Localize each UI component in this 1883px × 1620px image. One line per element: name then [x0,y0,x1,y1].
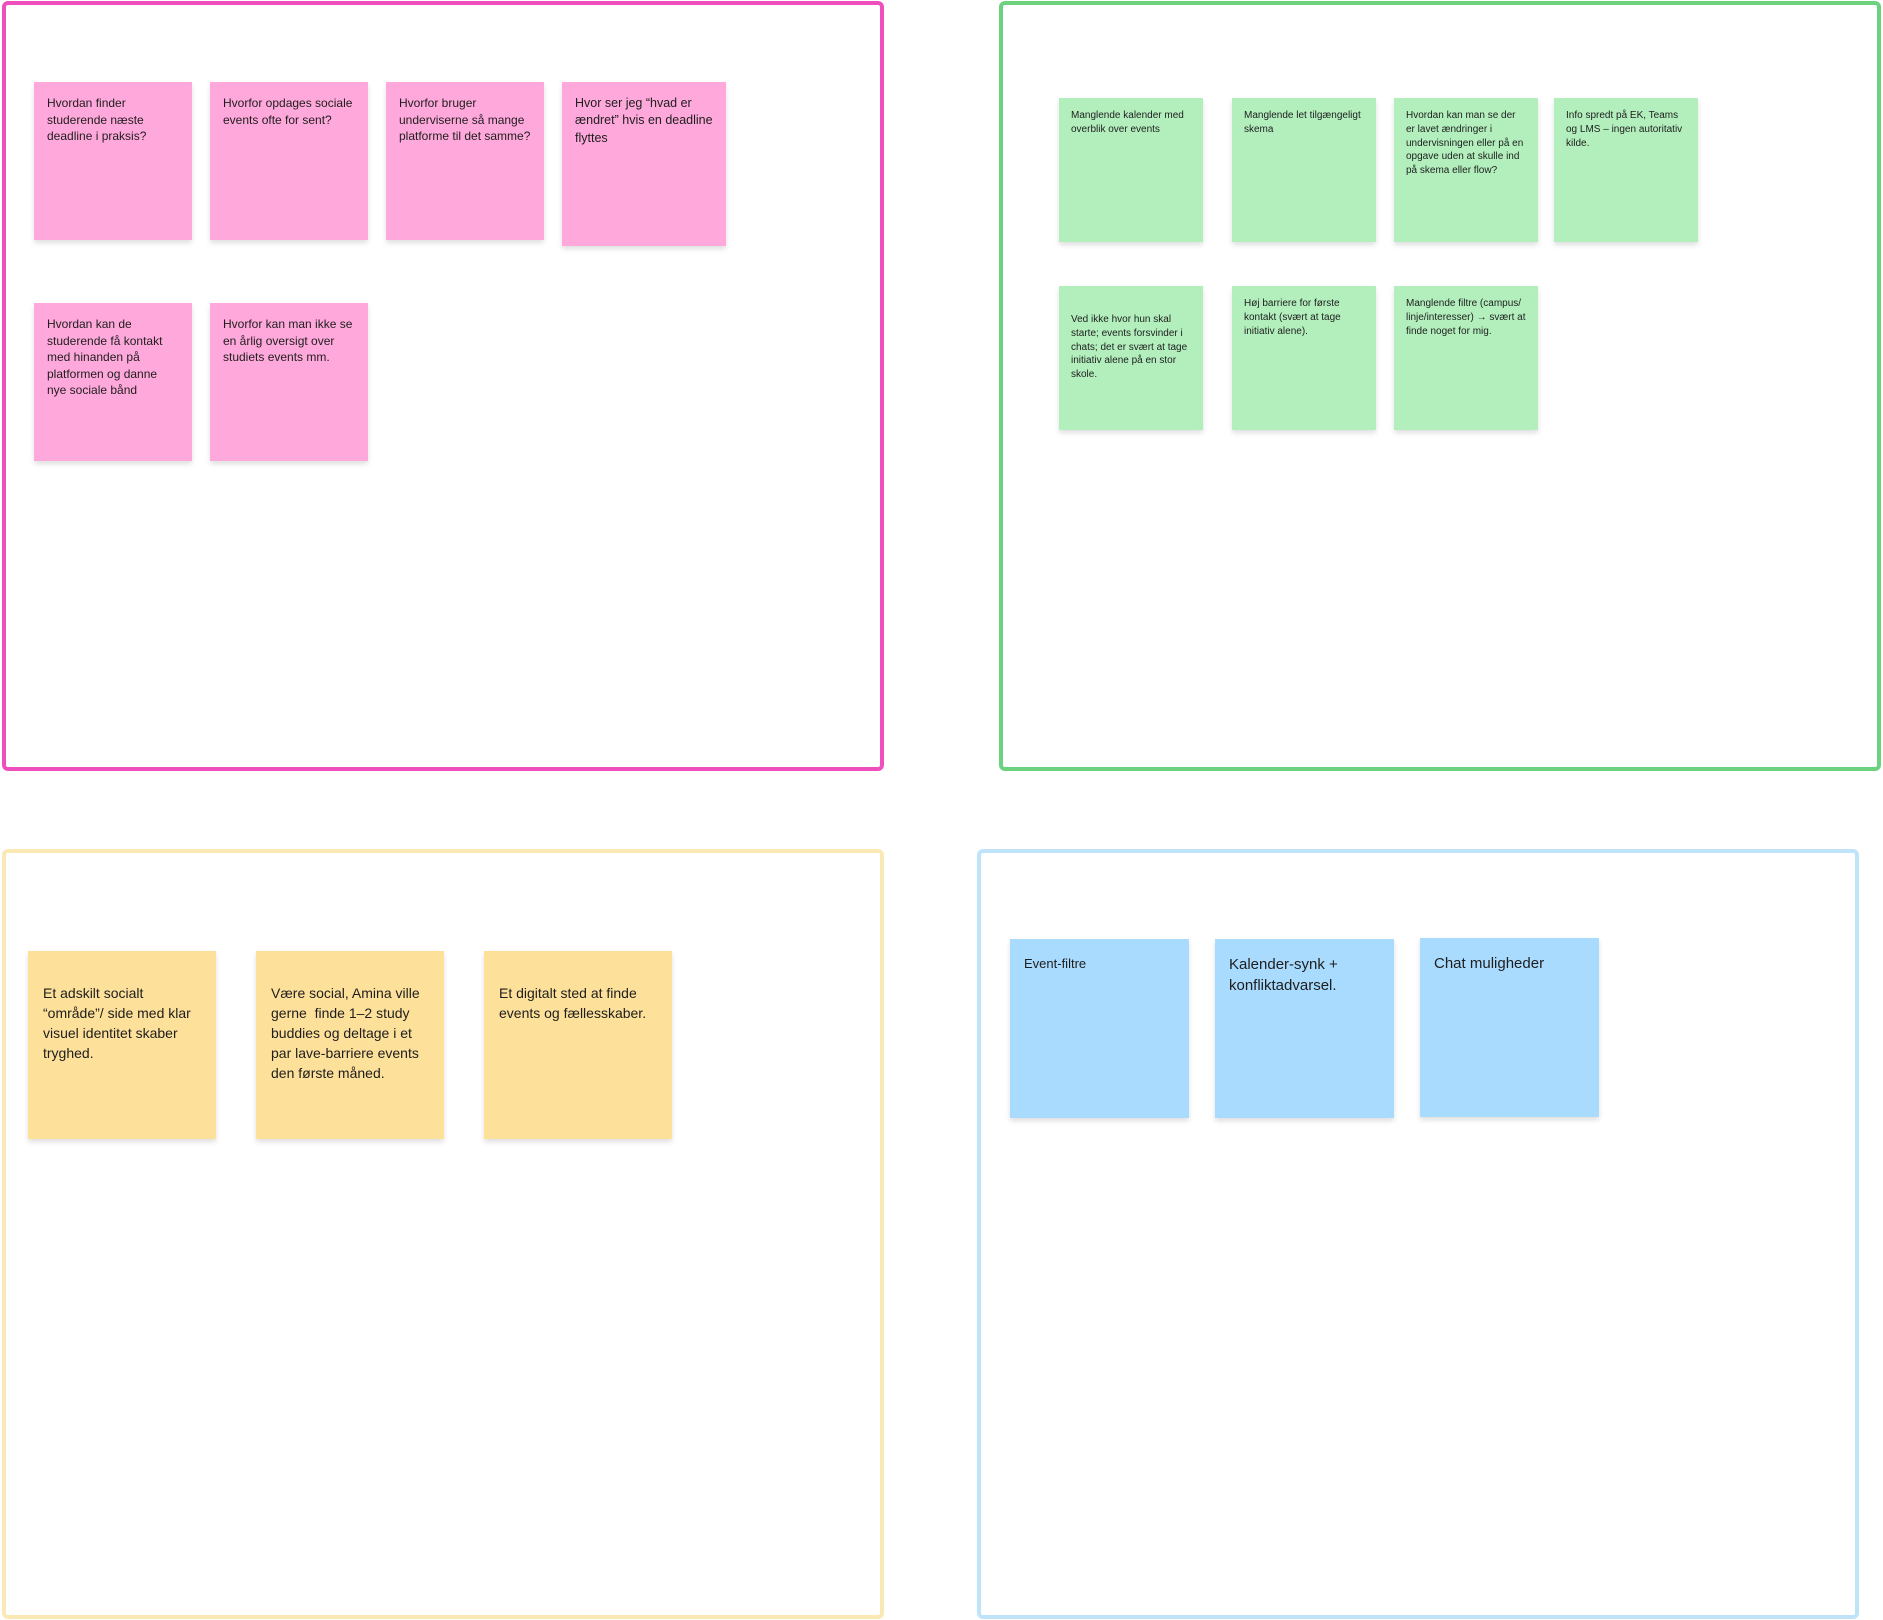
sticky-note[interactable]: Hvordan kan man se der er lavet ændringe… [1394,98,1538,242]
sticky-note[interactable]: Event-filtre [1010,939,1189,1118]
sticky-note[interactable]: Info spredt på EK, Teams og LMS – ingen … [1554,98,1698,242]
sticky-note[interactable]: Chat muligheder [1420,938,1599,1117]
sticky-note[interactable]: Kalender-synk + konfliktadvarsel. [1215,939,1394,1118]
sticky-note[interactable]: Manglende kalender med overblik over eve… [1059,98,1203,242]
sticky-note[interactable]: Et adskilt socialt “område”/ side med kl… [28,951,216,1139]
sticky-note[interactable]: Hvor ser jeg “hvad er ændret” hvis en de… [562,82,726,246]
sticky-note[interactable]: Høj barriere for første kontakt (svært a… [1232,286,1376,430]
sticky-note[interactable]: Manglende let tilgængeligt skema [1232,98,1376,242]
sticky-note[interactable]: Hvorfor kan man ikke se en årlig oversig… [210,303,368,461]
sticky-note[interactable]: Hvordan finder studerende næste deadline… [34,82,192,240]
sticky-note[interactable]: Være social, Amina ville gerne finde 1–2… [256,951,444,1139]
sticky-note[interactable]: Hvordan kan de studerende få kontakt med… [34,303,192,461]
sticky-note[interactable]: Manglende filtre (campus/ linje/interess… [1394,286,1538,430]
sticky-note[interactable]: Hvorfor bruger underviserne så mange pla… [386,82,544,240]
sticky-note[interactable]: Ved ikke hvor hun skal starte; events fo… [1059,286,1203,430]
sticky-note[interactable]: Et digitalt sted at finde events og fæll… [484,951,672,1139]
sticky-note[interactable]: Hvorfor opdages sociale events ofte for … [210,82,368,240]
